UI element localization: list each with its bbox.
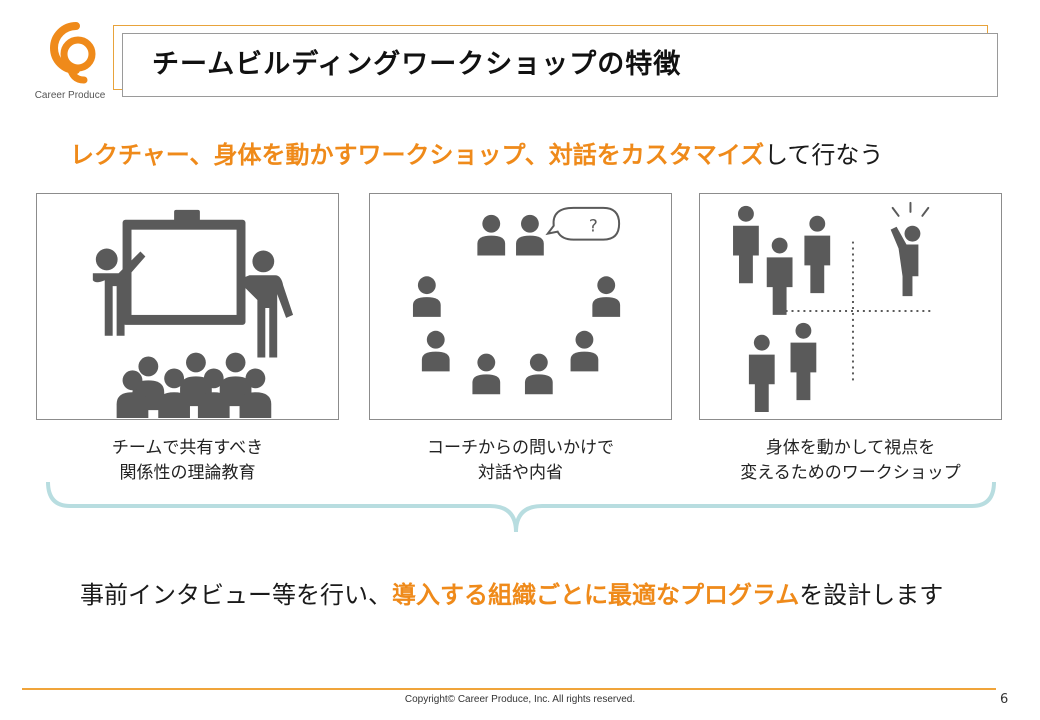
- footer-divider: [22, 688, 996, 690]
- panel-workshop: [699, 193, 1002, 420]
- caption-line: 身体を動かして視点を: [765, 438, 936, 458]
- caption-workshop: 身体を動かして視点を 変えるためのワークショップ: [699, 436, 1002, 486]
- perspective-shift-icon: [733, 201, 933, 413]
- dialogue-circle-icon: ?: [412, 206, 621, 395]
- career-produce-logo: Career Produce: [32, 14, 108, 104]
- caption-line: コーチからの問いかけで: [427, 438, 614, 458]
- lecture-icon: [92, 209, 294, 419]
- caption-dialogue: コーチからの問いかけで 対話や内省: [369, 436, 672, 486]
- grouping-brace: [40, 478, 1002, 538]
- caption-lecture: チームで共有すべき 関係性の理論教育: [36, 436, 339, 486]
- bottom-statement: 事前インタビュー等を行い、導入する組織ごとに最適なプログラムを設計します: [80, 575, 943, 610]
- panel-lecture: [36, 193, 339, 420]
- panel-dialogue: ?: [369, 193, 672, 420]
- bubble-question-mark: ?: [589, 216, 598, 236]
- caption-line: 対話や内省: [478, 463, 563, 483]
- subtitle: レクチャー、身体を動かすワークショップ、対話をカスタマイズして行なう: [70, 135, 883, 170]
- logo-text: Career Produce: [34, 90, 106, 101]
- caption-line: チームで共有すべき: [111, 438, 264, 458]
- page-number: 6: [1000, 692, 1009, 707]
- caption-line: 変えるためのワークショップ: [740, 463, 961, 483]
- page-title: チームビルディングワークショップの特徴: [152, 49, 682, 80]
- title-frame-inner: [122, 33, 998, 97]
- cp-logo-icon: [50, 22, 96, 84]
- bottom-highlight: 導入する組織ごとに最適なプログラム: [392, 581, 800, 609]
- speech-bubble-icon: ?: [545, 206, 621, 241]
- copyright-text: Copyright© Career Produce, Inc. All righ…: [404, 694, 636, 705]
- subtitle-rest: して行なう: [764, 141, 884, 169]
- bottom-after: を設計します: [799, 581, 944, 609]
- caption-line: 関係性の理論教育: [119, 463, 256, 483]
- subtitle-highlight: レクチャー、身体を動かすワークショップ、対話をカスタマイズ: [70, 141, 765, 169]
- bottom-before: 事前インタビュー等を行い、: [80, 581, 392, 609]
